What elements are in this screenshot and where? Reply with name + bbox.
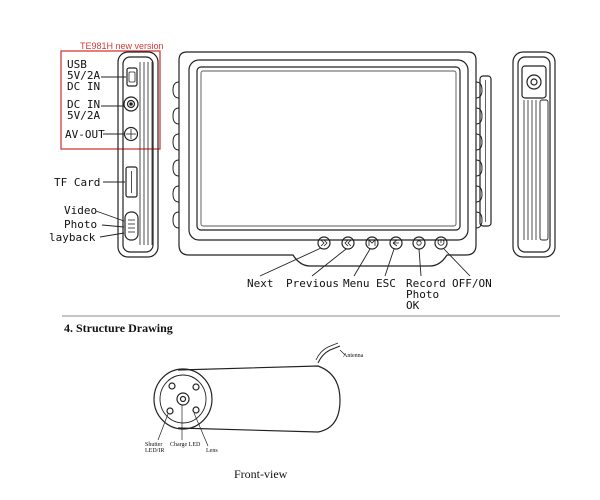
previous-label: Previous — [286, 277, 339, 290]
usb-label: USB — [67, 58, 87, 71]
dcin-power-label: 5V/2A — [67, 109, 101, 122]
new-version-note: TE981H new version — [80, 41, 164, 51]
device-front — [172, 51, 492, 267]
previous-button — [341, 236, 355, 250]
mode-switch — [124, 211, 139, 241]
new-version-box — [60, 50, 161, 150]
antenna-label: Antenna — [343, 353, 364, 359]
shutter-ir-label: LED/IR — [145, 448, 165, 454]
playback-label: layback — [49, 231, 96, 244]
menu-button — [365, 236, 379, 250]
menu-label: Menu — [343, 277, 370, 290]
front-buttons — [317, 236, 448, 250]
dcin-label: DC IN — [67, 98, 101, 111]
camera-probe — [153, 342, 346, 447]
device-left-side — [117, 51, 159, 258]
tf-card-label: TF Card — [54, 176, 101, 189]
button-leaders — [259, 247, 471, 277]
av-out-label: AV-OUT — [65, 128, 105, 141]
power-label: OFF/ON — [452, 277, 492, 290]
tf-card-slot — [125, 166, 138, 198]
device-right-side — [512, 51, 556, 258]
photo-label: Photo — [64, 218, 98, 231]
usb-power-label: 5V/2A — [67, 69, 101, 82]
power-button — [434, 236, 448, 250]
section-heading: 4. Structure Drawing — [64, 321, 173, 335]
side-leaders — [95, 76, 126, 238]
esc-button — [389, 236, 403, 250]
video-label: Video — [64, 204, 98, 217]
antenna — [479, 75, 492, 227]
usb-port — [126, 67, 138, 87]
esc-label: ESC — [376, 277, 396, 290]
front-view-caption: Front-view — [234, 467, 288, 481]
charge-led-label: Charge LED — [170, 442, 201, 448]
av-out-jack — [123, 126, 139, 142]
record-label: Record — [406, 277, 446, 290]
ok-label: OK — [406, 299, 420, 312]
dc-in-jack — [123, 96, 139, 112]
next-label: Next — [247, 277, 274, 290]
photo-btn-label: Photo — [406, 288, 440, 301]
lens — [176, 392, 190, 406]
record-button — [412, 236, 426, 250]
lens-label: Lens — [206, 448, 218, 454]
next-button — [317, 236, 331, 250]
usb-dcin-label: DC IN — [67, 80, 101, 93]
shutter-label: Shutter — [145, 442, 163, 448]
screen — [196, 66, 461, 231]
